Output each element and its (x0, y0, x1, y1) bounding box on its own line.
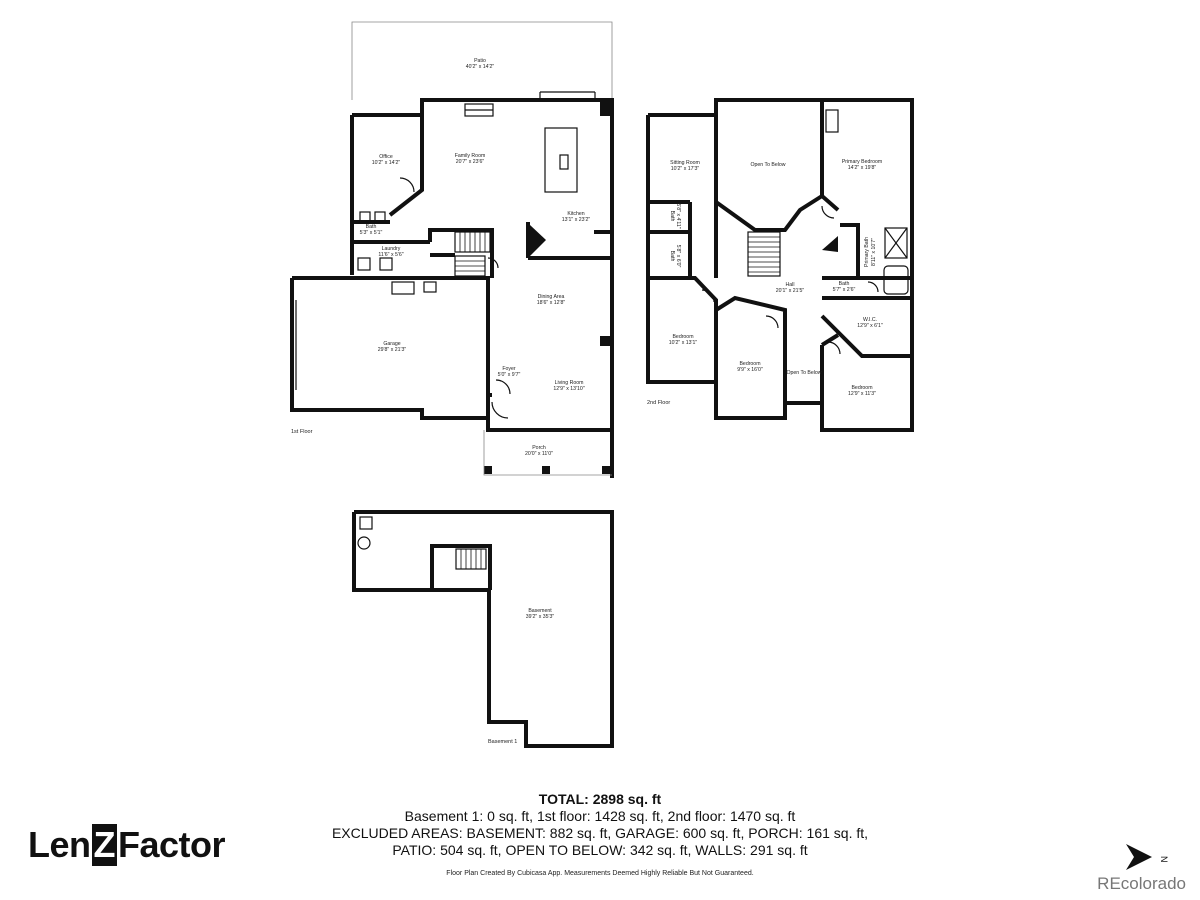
room-name-patio: Patio (474, 58, 486, 64)
room-name-family-room: Family Room (455, 153, 486, 159)
room-dims-bath2: 5'8" x 4'11" (675, 203, 681, 228)
room-name-dining: Dining Area (538, 294, 565, 300)
room-name-kitchen: Kitchen (567, 211, 584, 217)
excluded-areas-1: EXCLUDED AREAS: BASEMENT: 882 sq. ft, GA… (331, 825, 869, 841)
room-dims-primary-bedroom: 14'2" x 19'8" (848, 165, 877, 171)
room-name-bath3: Bath (669, 251, 675, 262)
room-dims-sitting: 10'2" x 17'3" (671, 166, 700, 172)
room-dims-laundry: 11'6" x 5'6" (378, 252, 403, 258)
room-name-sitting: Sitting Room (670, 160, 700, 166)
room-dims-bedroom3: 12'9" x 11'3" (848, 391, 876, 397)
room-name-garage: Garage (383, 341, 400, 347)
room-dims-dining: 18'6" x 12'8" (537, 300, 566, 306)
excluded-areas-2: PATIO: 504 sq. ft, OPEN TO BELOW: 342 sq… (392, 842, 808, 858)
room-dims-patio: 40'2" x 14'2" (466, 64, 495, 70)
room-dims-porch: 20'0" x 11'0" (525, 451, 553, 457)
room-dims-basement: 39'2" x 35'3" (526, 614, 555, 620)
room-name-bedroom1: Bedroom (672, 334, 693, 340)
room-dims-family-room: 20'7" x 23'6" (456, 159, 485, 165)
room-dims-foyer: 5'0" x 9'7" (498, 372, 521, 378)
recolorado-watermark: REcolorado (1097, 874, 1186, 893)
area-totals: TOTAL: 2898 sq. ft Basement 1: 0 sq. ft,… (300, 790, 900, 859)
floor-label-basement: Basement 1 (488, 739, 517, 745)
room-name-bath4: Bath (839, 281, 850, 287)
disclaimer: Floor Plan Created By Cubicasa App. Meas… (446, 870, 754, 877)
floor-areas: Basement 1: 0 sq. ft, 1st floor: 1428 sq… (404, 808, 796, 824)
room-dims-bedroom2: 9'9" x 16'0" (737, 367, 763, 373)
room-name-wic: W.I.C. (863, 317, 877, 323)
room-dims-primary-bath: 8'11" x 10'7" (871, 238, 877, 266)
room-name-laundry: Laundry (382, 246, 401, 252)
second-floor-labels: Sitting Room 10'2" x 17'3" Open To Below… (647, 159, 883, 406)
room-name-bedroom2: Bedroom (739, 361, 760, 367)
basement-floor: Basement 39'2" x 35'3" Basement 1 (352, 510, 614, 748)
total-area: TOTAL: 2898 sq. ft (538, 791, 662, 807)
room-dims-bedroom1: 10'2" x 13'1" (669, 340, 698, 346)
first-floor-labels: Patio 40'2" x 14'2" Office 10'2" x 14'2"… (291, 58, 590, 457)
room-name-bath2: Bath (669, 211, 675, 222)
room-name-primary-bedroom: Primary Bedroom (842, 159, 882, 165)
room-name-foyer: Foyer (502, 366, 516, 372)
room-dims-kitchen: 13'1" x 23'2" (562, 217, 591, 223)
room-name-primary-bath: Primary Bath (864, 237, 870, 267)
second-floor (646, 98, 914, 432)
room-dims-bath3: 5'8" x 6'0" (675, 245, 681, 268)
logo-part3: Factor (118, 824, 226, 865)
room-name-basement: Basement (528, 608, 552, 614)
room-dims-living: 12'9" x 13'10" (553, 386, 584, 392)
room-name-bedroom3: Bedroom (851, 385, 872, 391)
logo-part2: Z (91, 824, 118, 866)
room-dims-bath4: 5'7" x 2'6" (833, 287, 856, 293)
floor-label-first: 1st Floor (291, 429, 313, 435)
room-name-open-below-2: Open To Below (786, 370, 821, 376)
logo-part1: Len (28, 824, 91, 865)
room-dims-wic: 12'9" x 6'1" (857, 323, 883, 329)
room-dims-garage: 29'8" x 21'3" (378, 347, 407, 353)
room-name-open-below-1: Open To Below (750, 162, 785, 168)
room-dims-office: 10'2" x 14'2" (372, 160, 401, 166)
lenzfactor-logo: LenZFactor (28, 824, 226, 866)
room-dims-bath1: 5'3" x 5'1" (360, 230, 383, 236)
room-name-office: Office (379, 154, 393, 160)
floor-label-second: 2nd Floor (647, 400, 670, 406)
room-name-porch: Porch (532, 445, 546, 451)
north-label: N (1159, 856, 1169, 863)
north-arrow-icon: N (1126, 844, 1169, 870)
room-name-living: Living Room (555, 380, 584, 386)
room-dims-hall: 20'1" x 21'5" (776, 288, 805, 294)
room-name-hall: Hall (786, 282, 795, 288)
first-floor (290, 21, 614, 478)
room-name-bath1: Bath (366, 224, 377, 230)
